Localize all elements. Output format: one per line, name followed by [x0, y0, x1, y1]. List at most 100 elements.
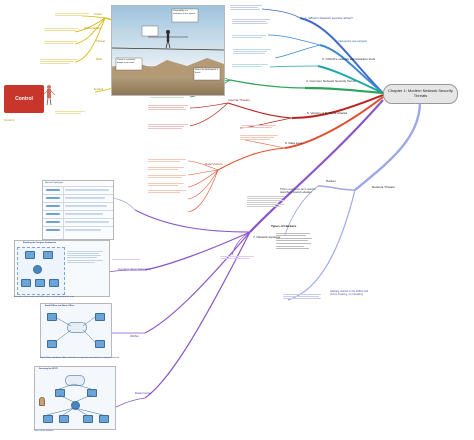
hacking-history-detail — [283, 293, 323, 300]
exploit-notes-line-2 — [55, 113, 81, 114]
dc-link-1 — [58, 383, 75, 390]
dc-server-icon-2 — [59, 415, 69, 423]
section-5-extra-line-1 — [242, 125, 276, 126]
campus-text-line-1 — [67, 250, 103, 252]
sub-branch-risk — [74, 17, 106, 63]
branch-section-5 — [291, 94, 384, 119]
data-vectors-label[interactable]: Data Vectors — [205, 162, 223, 166]
internal-threats-notes — [148, 104, 190, 111]
control-figure-head — [47, 85, 51, 89]
hacker-types-title: Types of Hackers — [271, 224, 297, 228]
internal-threats-label[interactable]: Internal Threats — [228, 98, 250, 102]
dc-link-2 — [73, 383, 92, 390]
topology-row-4-label — [46, 213, 60, 215]
tightrope-note-a: Vulnerability is a weakness in the syste… — [173, 10, 196, 15]
central-topic[interactable]: Chapter 1: Modern Network Security Threa… — [383, 84, 458, 104]
dc-links — [46, 383, 104, 416]
wan-cloud-icon — [67, 322, 87, 333]
wan-link-4 — [82, 329, 96, 343]
section-3-notes — [232, 63, 270, 68]
section-3-label[interactable]: 3. CISCO's network administrator tools — [322, 57, 376, 61]
dc-link-8 — [74, 407, 104, 416]
section-6-label[interactable]: 6. Data Loss — [285, 141, 303, 145]
topology-notes-line-1 — [112, 259, 140, 260]
central-topic-label: Chapter 1: Modern Network Security Threa… — [388, 88, 453, 98]
risk-notes-line-2 — [40, 61, 74, 62]
section-2-notes-b-line-1 — [233, 49, 271, 50]
hacker-type-5 — [276, 242, 311, 244]
hacker-detail-text — [247, 195, 287, 208]
hacker-detail-line-4 — [247, 202, 277, 203]
tightrope-note-b-box — [115, 57, 143, 71]
external-threats-line-2 — [148, 126, 184, 127]
tightrope-rope — [112, 47, 224, 51]
data-vector-5b — [148, 192, 180, 194]
vulnerability-label[interactable]: Vulnerability — [84, 26, 101, 30]
vulnerability-notes-line-1 — [44, 28, 78, 29]
data-loss-line-1 — [240, 135, 278, 136]
vulnerability-notes-line-2 — [44, 30, 76, 31]
campus-label[interactable]: Campus Area Networks — [118, 267, 151, 271]
branch-section-4 — [304, 86, 384, 95]
campus-text-line-5 — [67, 259, 103, 261]
hacker-type-3 — [276, 237, 312, 239]
hacker-detail-line-5 — [247, 204, 284, 205]
data-vector-1b — [148, 161, 180, 162]
campus-pc-icon-1 — [21, 279, 31, 287]
hacker-type-6 — [276, 245, 304, 247]
tightrope-note-d-box — [141, 25, 159, 37]
sub-branch-section-7-a — [231, 231, 251, 256]
control-figure-body — [47, 89, 51, 98]
sub-branch-section-3-a — [269, 65, 319, 68]
dc-link-6 — [62, 407, 75, 416]
exploit-label[interactable]: Exploit — [94, 87, 104, 91]
section-1-notes-b — [232, 18, 272, 25]
sub-branch-threat — [74, 17, 106, 45]
section-4-label[interactable]: 4. Common Network Security Terms — [306, 79, 356, 83]
hacker-label[interactable]: Hacker — [326, 179, 336, 183]
wan-label[interactable]: WANs — [130, 334, 139, 338]
hacker-type-1 — [276, 232, 310, 234]
section-2-notes-line-1 — [232, 35, 266, 36]
section-5-label[interactable]: 5. Vectors of Network Attacks — [307, 111, 348, 115]
tightrope-note-c: Risk is the likelihood of a threat — [195, 69, 218, 74]
sub-branch-data-vectors-2 — [187, 169, 219, 176]
campus-text-line-2 — [67, 252, 99, 254]
section-1-label[interactable]: 1. What is Network security about? — [305, 16, 353, 20]
hacker-type-7 — [276, 248, 309, 250]
vulnerability-notes — [44, 27, 80, 32]
network-threats-label[interactable]: Network Threats — [372, 185, 395, 189]
branch-section-6 — [284, 96, 384, 149]
sub-branch-wan — [144, 231, 251, 334]
sub-branch-data-vectors — [217, 147, 286, 171]
risk-label[interactable]: Risk — [96, 57, 103, 61]
hacker-type-2 — [276, 235, 306, 237]
section-2-notes-b — [233, 48, 273, 55]
tightrope-note-a-box — [171, 8, 199, 23]
data-center-label[interactable]: Data Center — [135, 391, 152, 395]
sub-branch-section-2-b — [274, 44, 321, 59]
threat-label[interactable]: Threat — [96, 39, 105, 43]
asset-label[interactable]: Asset — [94, 12, 102, 16]
section-1-notes-line-3 — [230, 9, 260, 10]
sub-branch-table — [111, 197, 136, 211]
control-label[interactable]: Control — [4, 118, 14, 122]
section-7-notes — [220, 255, 256, 260]
dc-link-4 — [74, 394, 92, 403]
sub-branch-asset — [81, 15, 106, 19]
wan-branch-router-icon — [47, 313, 57, 321]
section-7-label[interactable]: 7. Network topology — [253, 235, 281, 239]
section-3-notes-line-1 — [232, 64, 268, 65]
section-2-label[interactable]: 2. Networks are targets — [335, 39, 367, 43]
sub-branch-section-4-a — [229, 79, 306, 89]
dc-link-5 — [46, 407, 75, 416]
section-7-notes-line-2 — [220, 258, 250, 259]
exploit-notes — [55, 110, 91, 115]
topology-row-2-desc — [65, 197, 105, 199]
topology-table-header: Network Topologies — [45, 182, 64, 184]
data-center-caption: Data Center Network — [34, 430, 54, 432]
tightrope-note-b: Threat is a potential danger to an asset — [117, 59, 136, 64]
risk-notes-line-3 — [40, 63, 70, 64]
dc-internet-cloud-icon — [65, 375, 85, 386]
